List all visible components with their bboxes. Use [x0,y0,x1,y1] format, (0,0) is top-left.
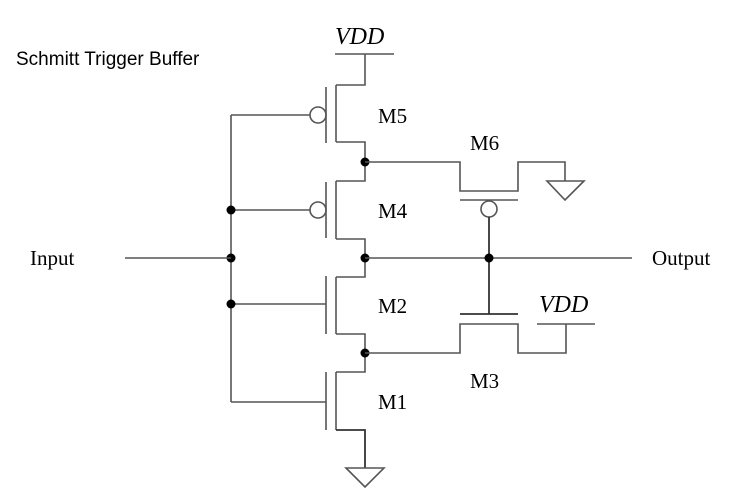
diagram-title: Schmitt Trigger Buffer [16,49,200,70]
vdd-top-rail: VDD [335,24,394,86]
vdd-m3-label: VDD [539,292,588,318]
ground-icon [545,180,586,202]
ground-icon [344,467,386,489]
vdd-top-label: VDD [335,24,384,50]
output-label: Output [652,246,711,270]
transistor-m3: M3 [365,313,567,393]
transistor-m6: M6 [365,131,566,218]
junction-dot [226,299,236,309]
transistor-m1: M1 [231,372,407,468]
input-label: Input [30,246,74,270]
junction-dot [484,253,494,263]
junction-dot [226,205,236,215]
m6-label: M6 [470,131,499,155]
pmos-bubble-icon [480,200,498,218]
m3-label: M3 [470,369,499,393]
m2-label: M2 [378,294,407,318]
m5-label: M5 [378,104,407,128]
vdd-m3-rail: VDD [537,292,595,325]
m1-label: M1 [378,390,407,414]
transistor-m5: M5 [231,85,407,182]
pmos-bubble-icon [309,106,327,124]
m4-label: M4 [378,199,408,223]
transistor-m2: M2 [231,276,407,373]
pmos-bubble-icon [309,201,327,219]
transistor-m4: M4 [231,181,408,278]
